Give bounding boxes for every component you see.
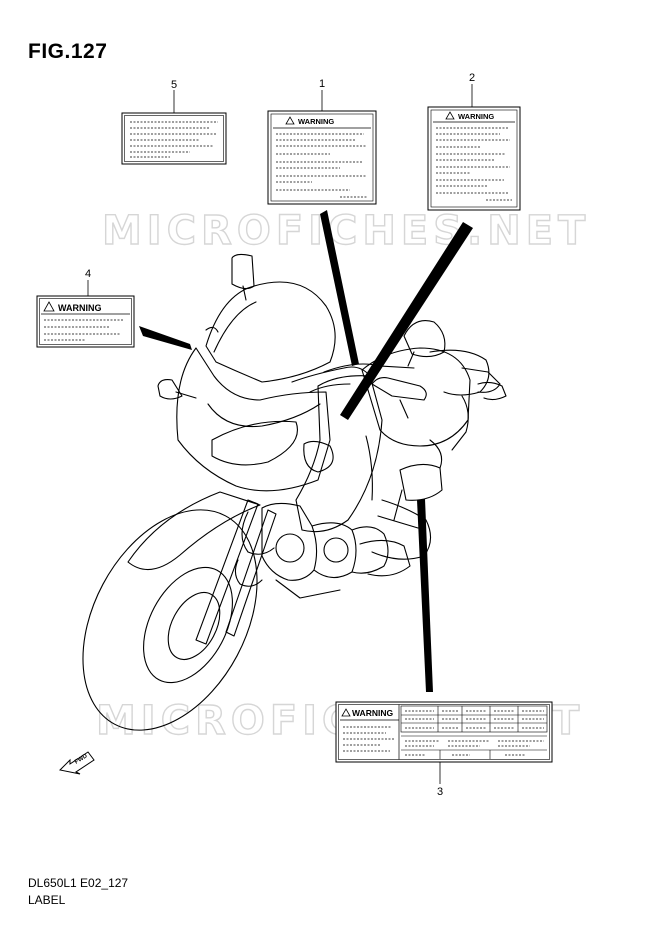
warning-heading: WARNING: [298, 117, 334, 126]
pointer-wedge-label-4: [139, 326, 192, 350]
pointer-wedge-label-3: [417, 499, 433, 692]
warning-heading: WARNING: [58, 303, 102, 313]
warning-triangle-icon: [285, 116, 295, 125]
pointer-wedge-label-2: [340, 222, 473, 420]
diagram-code: DL650L1 E02_127: [28, 876, 129, 890]
warning-triangle-icon: [43, 301, 55, 312]
label-3[interactable]: WARNING: [335, 701, 553, 763]
callout-5: 5: [171, 79, 177, 91]
callout-1: 1: [319, 78, 325, 90]
callout-2: 2: [469, 72, 475, 84]
warning-triangle-icon: [341, 708, 351, 717]
label-4[interactable]: WARNING: [36, 295, 135, 348]
warning-triangle-icon: [445, 111, 455, 120]
callout-4: 4: [85, 268, 91, 280]
warning-heading: WARNING: [458, 112, 494, 121]
label-5[interactable]: [121, 112, 227, 165]
warning-heading: WARNING: [352, 708, 393, 718]
diagram-description: LABEL: [28, 893, 66, 907]
label-1[interactable]: WARNING: [267, 110, 377, 205]
fwd-arrow-icon: FWD: [58, 751, 95, 775]
label-2[interactable]: WARNING: [427, 106, 521, 211]
watermark-top: MICROFICHES.NET: [102, 208, 590, 254]
motorcycle-outline: [82, 253, 507, 731]
figure-title: FIG.127: [28, 40, 108, 63]
pointer-wedge-label-1: [320, 210, 359, 366]
callout-3: 3: [437, 786, 443, 798]
